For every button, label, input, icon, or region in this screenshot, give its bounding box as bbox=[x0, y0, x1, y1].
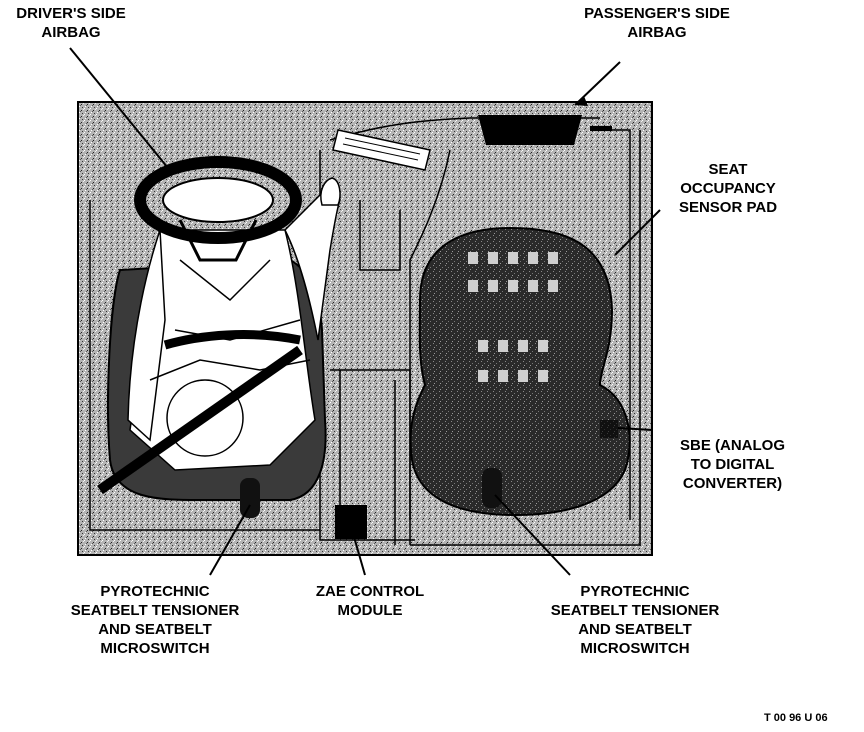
label-passenger-airbag: PASSENGER'S SIDE AIRBAG bbox=[584, 5, 730, 41]
passenger-airbag-module bbox=[478, 115, 582, 145]
left-seatbelt-tensioner bbox=[240, 478, 260, 518]
label-driver-airbag: DRIVER'S SIDE AIRBAG bbox=[16, 5, 126, 41]
driver-figure bbox=[97, 177, 342, 495]
label-sbe-converter: SBE (ANALOG TO DIGITAL CONVERTER) bbox=[680, 437, 785, 492]
leader-lines bbox=[69, 47, 661, 576]
figure-code: T 00 96 U 06 bbox=[764, 712, 828, 724]
label-right-tensioner: PYROTECHNIC SEATBELT TENSIONER AND SEATB… bbox=[550, 583, 720, 657]
right-seatbelt-tensioner bbox=[482, 468, 502, 508]
steering-wheel bbox=[134, 156, 302, 262]
zae-control-module bbox=[335, 505, 367, 539]
sbe-converter bbox=[600, 420, 618, 438]
label-left-tensioner: PYROTECHNIC SEATBELT TENSIONER AND SEATB… bbox=[70, 583, 240, 657]
passenger-airbag-arrowhead bbox=[575, 96, 588, 106]
label-zae-control-module: ZAE CONTROL MODULE bbox=[315, 583, 425, 619]
label-seat-occupancy-sensor: SEAT OCCUPANCY SENSOR PAD bbox=[678, 161, 778, 216]
seat-occupancy-sensor-grid bbox=[468, 252, 558, 382]
center-console-connector bbox=[332, 129, 431, 171]
passenger-airbag-connector bbox=[590, 126, 612, 131]
passenger-seat bbox=[409, 226, 631, 517]
